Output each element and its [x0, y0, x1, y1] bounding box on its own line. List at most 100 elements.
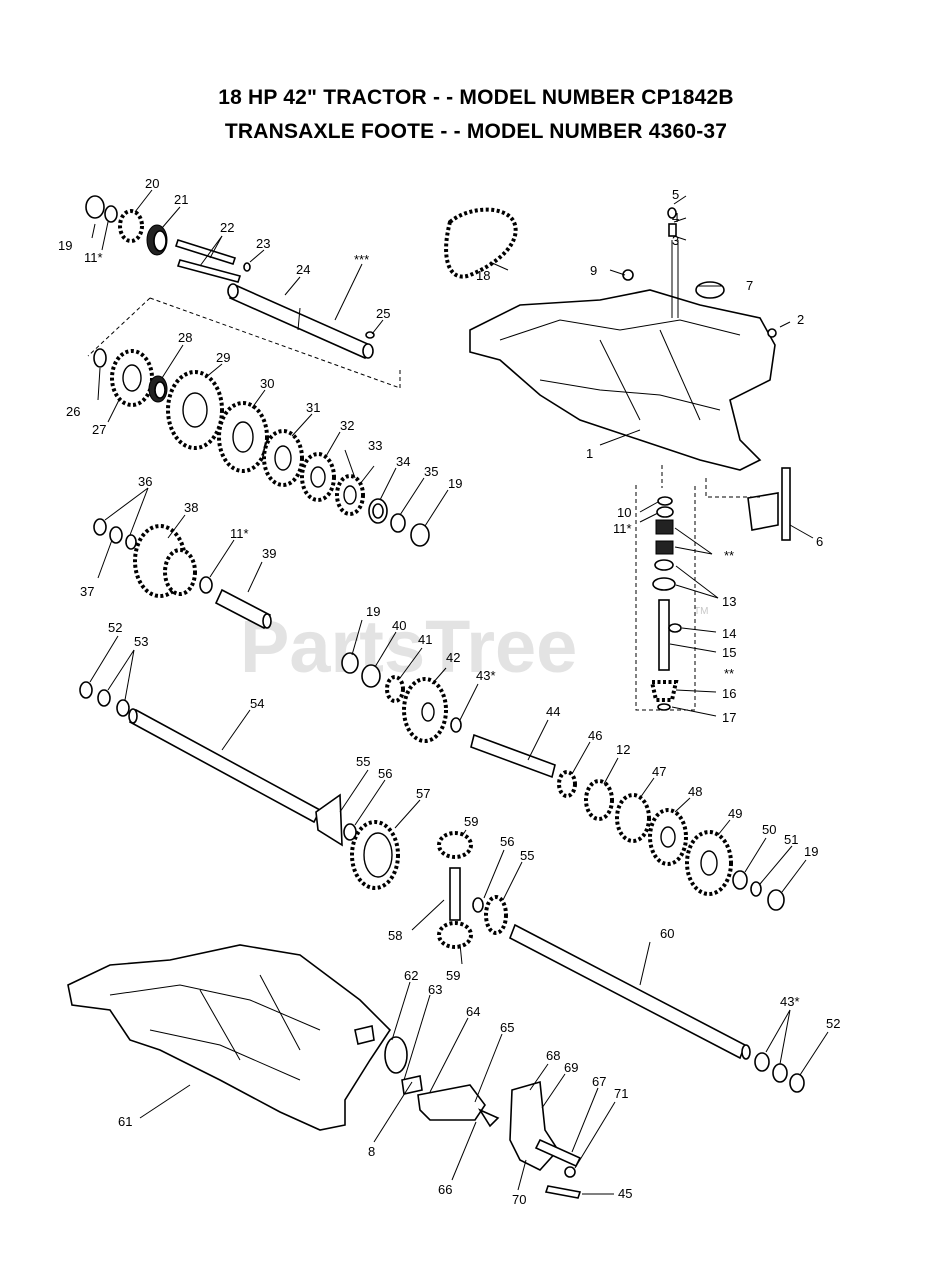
label-59-upper: 59 — [464, 814, 478, 829]
differential-group — [437, 831, 805, 1093]
gear-38-group — [93, 518, 272, 630]
label-13: 13 — [722, 594, 736, 609]
label-31: 31 — [306, 400, 320, 415]
label-7: 7 — [746, 278, 753, 293]
label-45: 45 — [618, 1186, 632, 1201]
label-12: 12 — [616, 742, 630, 757]
label-8: 8 — [368, 1144, 375, 1159]
label-51: 51 — [784, 832, 798, 847]
label-53: 53 — [134, 634, 148, 649]
label-69: 69 — [564, 1060, 578, 1075]
label-19-top: 19 — [58, 238, 72, 253]
label-54: 54 — [250, 696, 264, 711]
label-55-left: 55 — [356, 754, 370, 769]
label-19-right: 19 — [804, 844, 818, 859]
label-27: 27 — [92, 422, 106, 437]
label-38: 38 — [184, 500, 198, 515]
diagram-title-line-1: 18 HP 42" TRACTOR - - MODEL NUMBER CP184… — [218, 86, 734, 109]
label-44: 44 — [546, 704, 560, 719]
gear-stack — [93, 348, 430, 547]
label-double-star-lower: ** — [724, 666, 734, 681]
label-34: 34 — [396, 454, 410, 469]
label-18: 18 — [476, 268, 490, 283]
watermark-trademark: TM — [694, 606, 708, 617]
label-43-center: 43* — [476, 668, 496, 683]
label-48: 48 — [688, 784, 702, 799]
label-20: 20 — [145, 176, 159, 191]
main-shaft-group — [79, 652, 785, 911]
label-15: 15 — [722, 645, 736, 660]
label-2: 2 — [797, 312, 804, 327]
label-19-mid: 19 — [448, 476, 462, 491]
label-61: 61 — [118, 1114, 132, 1129]
label-25: 25 — [376, 306, 390, 321]
label-66: 66 — [438, 1182, 452, 1197]
label-36: 36 — [138, 474, 152, 489]
label-57: 57 — [416, 786, 430, 801]
label-14: 14 — [722, 626, 736, 641]
label-33: 33 — [368, 438, 382, 453]
shaft-assembly — [649, 496, 682, 711]
label-9: 9 — [590, 263, 597, 278]
label-65: 65 — [500, 1020, 514, 1035]
label-11-mid: 11* — [230, 526, 249, 541]
label-59-lower: 59 — [446, 968, 460, 983]
label-55-right: 55 — [520, 848, 534, 863]
label-22: 22 — [220, 220, 234, 235]
label-35: 35 — [424, 464, 438, 479]
label-28: 28 — [178, 330, 192, 345]
label-62: 62 — [404, 968, 418, 983]
drive-chain — [444, 207, 518, 279]
label-50: 50 — [762, 822, 776, 837]
label-26: 26 — [66, 404, 80, 419]
label-47: 47 — [652, 764, 666, 779]
brake-group — [354, 1025, 582, 1199]
label-11-upper-right: 11* — [613, 521, 632, 536]
label-32: 32 — [340, 418, 354, 433]
label-17: 17 — [722, 710, 736, 725]
label-60: 60 — [660, 926, 674, 941]
label-19-center: 19 — [366, 604, 380, 619]
part-labels: 5 4 3 9 7 2 1 6 10 11* ** 13 14 15 ** 16… — [58, 176, 840, 1207]
label-5: 5 — [672, 187, 679, 202]
diagram-title-line-2: TRANSAXLE FOOTE - - MODEL NUMBER 4360-37 — [224, 120, 728, 143]
label-21: 21 — [174, 192, 188, 207]
label-double-star-upper: ** — [724, 548, 734, 563]
label-1: 1 — [586, 446, 593, 461]
label-43-right: 43* — [780, 994, 800, 1009]
label-37: 37 — [80, 584, 94, 599]
shaft-group-top — [85, 195, 375, 360]
upper-housing — [469, 207, 791, 541]
label-49: 49 — [728, 806, 742, 821]
label-23: 23 — [256, 236, 270, 251]
label-6: 6 — [816, 534, 823, 549]
label-16: 16 — [722, 686, 736, 701]
label-4: 4 — [672, 210, 679, 225]
label-46: 46 — [588, 728, 602, 743]
label-71: 71 — [614, 1086, 628, 1101]
label-10: 10 — [617, 505, 631, 520]
label-52-right: 52 — [826, 1016, 840, 1031]
label-40: 40 — [392, 618, 406, 633]
label-11-top: 11* — [84, 250, 103, 265]
watermark: PartsTree — [240, 605, 577, 688]
label-29: 29 — [216, 350, 230, 365]
label-52-left: 52 — [108, 620, 122, 635]
label-68: 68 — [546, 1048, 560, 1063]
label-58: 58 — [388, 928, 402, 943]
label-67: 67 — [592, 1074, 606, 1089]
leader-lines — [89, 189, 829, 1195]
label-70: 70 — [512, 1192, 526, 1207]
label-64: 64 — [466, 1004, 480, 1019]
label-56-right: 56 — [500, 834, 514, 849]
label-30: 30 — [260, 376, 274, 391]
label-triple-star: *** — [354, 252, 369, 267]
lower-housing — [67, 944, 392, 1131]
label-39: 39 — [262, 546, 276, 561]
label-3: 3 — [672, 233, 679, 248]
label-63: 63 — [428, 982, 442, 997]
label-56-left: 56 — [378, 766, 392, 781]
label-24: 24 — [296, 262, 310, 277]
label-42: 42 — [446, 650, 460, 665]
